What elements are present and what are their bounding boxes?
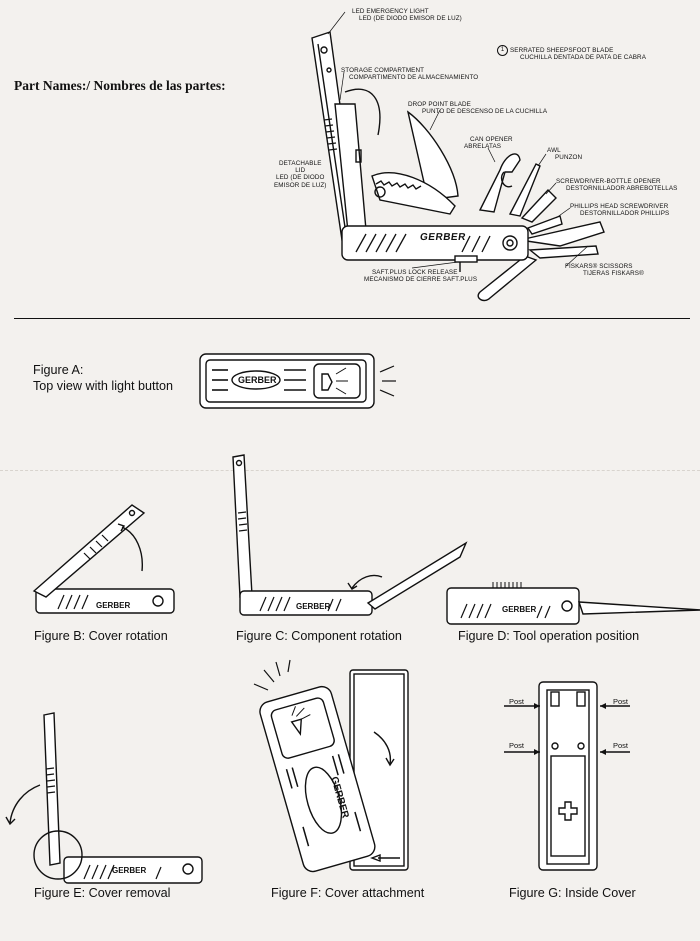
caption-figure-g: Figure G: Inside Cover [509,886,636,900]
caption-figure-f: Figure F: Cover attachment [271,886,425,900]
figure-d-tool-operation [446,582,700,625]
caption-figure-d: Figure D: Tool operation position [458,629,640,643]
post-label-top-right: Post [613,697,629,706]
section-divider [14,318,690,319]
brand-logo-figure-b: GERBER [96,601,131,610]
post-arrows [504,703,630,755]
page-title: Part Names:/ Nombres de las partes: [14,78,226,93]
post-label-top-left: Post [509,697,525,706]
marker-1-icon: 1 [497,45,508,56]
caption-figure-b: Figure B: Cover rotation [34,629,168,643]
post-label-bottom-right: Post [613,741,629,750]
figure-e-cover-removal [5,712,203,884]
post-label-bottom-left: Post [509,741,525,750]
figure-f-cover-attachment [253,659,409,873]
figure-a-top-view [199,353,396,409]
figure-b-cover-rotation [32,504,175,614]
caption-figure-a: Figure A:Top view with light button [33,363,174,393]
caption-figure-e: Figure E: Cover removal [34,886,171,900]
parts-diagram [311,11,605,302]
brand-logo-figure-c: GERBER [296,602,331,611]
figure-c-component-rotation [232,454,468,616]
figure-g-inside-cover [538,681,598,871]
brand-logo-figure-a: GERBER [238,375,277,385]
caption-figure-c: Figure C: Component rotation [236,629,402,643]
brand-logo-main: GERBER [419,232,467,243]
brand-logo-figure-d: GERBER [502,605,537,614]
paper-fold-line [0,470,700,471]
brand-logo-figure-e: GERBER [112,866,147,875]
